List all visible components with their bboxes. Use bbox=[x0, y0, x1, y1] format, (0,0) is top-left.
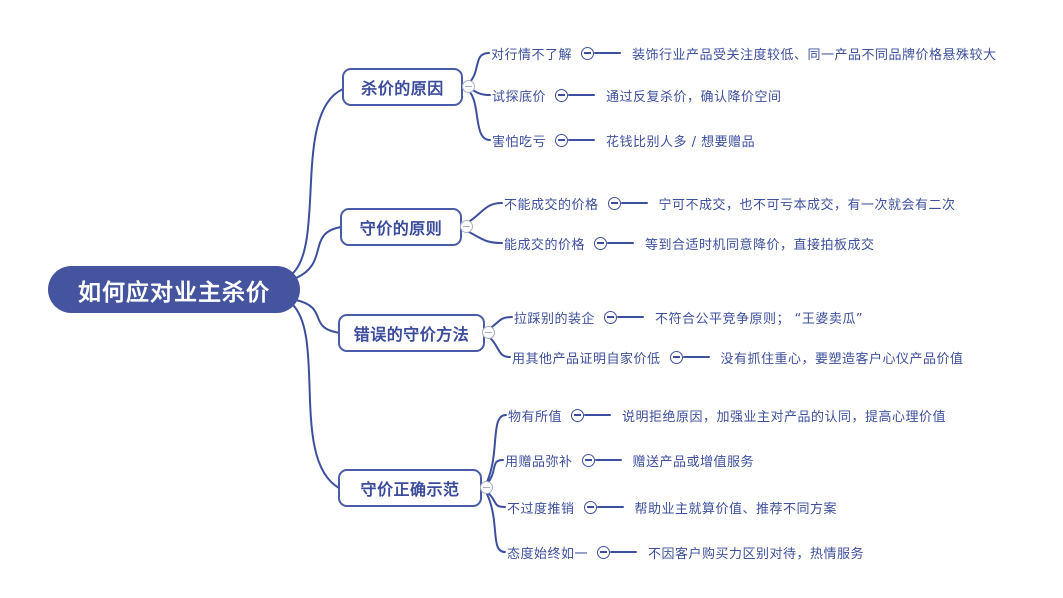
subtopic-row: 用赠品弥补 赠送产品或增值服务 bbox=[505, 450, 754, 470]
subtopic-row: 态度始终如一 不因客户购买力区别对待，热情服务 bbox=[507, 542, 864, 562]
minus-glyph bbox=[584, 52, 592, 54]
collapse-minus-icon[interactable] bbox=[581, 453, 595, 467]
collapse-minus-icon[interactable] bbox=[460, 220, 473, 233]
collapse-minus-icon[interactable] bbox=[604, 310, 618, 324]
subtopic-label[interactable]: 不过度推销 bbox=[507, 501, 575, 517]
minus-glyph bbox=[672, 356, 680, 358]
subtopic-label[interactable]: 能成交的价格 bbox=[504, 237, 586, 253]
connector-line bbox=[682, 356, 710, 358]
minus-glyph bbox=[610, 202, 618, 204]
minus-glyph bbox=[607, 316, 615, 318]
connector-line bbox=[596, 506, 624, 508]
subtopic-row: 用其他产品证明自家价低 没有抓住重心，要塑造客户心仪产品价值 bbox=[512, 347, 964, 367]
branch-node-correct-demo[interactable]: 守价正确示范 bbox=[338, 469, 482, 507]
subtopic-label[interactable]: 拉踩别的装企 bbox=[514, 311, 596, 327]
subtopic-row: 不过度推销 帮助业主就算价值、推荐不同方案 bbox=[507, 497, 837, 517]
branch-node-wrong-methods[interactable]: 错误的守价方法 bbox=[338, 314, 485, 352]
collapse-minus-icon[interactable] bbox=[583, 500, 597, 514]
connector-line bbox=[584, 414, 612, 416]
minus-glyph bbox=[600, 551, 608, 553]
minus-glyph bbox=[465, 85, 472, 88]
detail-label[interactable]: 不因客户购买力区别对待，热情服务 bbox=[648, 546, 865, 562]
connector-line bbox=[617, 316, 645, 318]
connector-line bbox=[594, 52, 622, 54]
branch-node-reasons[interactable]: 杀价的原因 bbox=[342, 68, 463, 106]
subtopic-row: 物有所值 说明拒绝原因，加强业主对产品的认同，提高心理价值 bbox=[508, 405, 946, 425]
subtopic-label[interactable]: 害怕吃亏 bbox=[492, 134, 547, 150]
detail-label[interactable]: 说明拒绝原因，加强业主对产品的认同，提高心理价值 bbox=[622, 409, 947, 425]
subtopic-label[interactable]: 态度始终如一 bbox=[507, 546, 589, 562]
subtopic-label[interactable]: 用赠品弥补 bbox=[505, 454, 573, 470]
collapse-minus-icon[interactable] bbox=[581, 46, 595, 60]
minus-glyph bbox=[485, 331, 492, 334]
subtopic-label[interactable]: 用其他产品证明自家价低 bbox=[512, 351, 661, 367]
detail-label[interactable]: 装饰行业产品受关注度较低、同一产品不同品牌价格悬殊较大 bbox=[632, 47, 997, 63]
minus-glyph bbox=[597, 242, 605, 244]
collapse-minus-icon[interactable] bbox=[555, 88, 569, 102]
collapse-minus-icon[interactable] bbox=[669, 350, 683, 364]
subtopic-row: 试探底价 通过反复杀价，确认降价空间 bbox=[492, 85, 782, 105]
subtopic-label[interactable]: 不能成交的价格 bbox=[504, 197, 599, 213]
detail-label[interactable]: 通过反复杀价，确认降价空间 bbox=[606, 89, 782, 105]
central-topic[interactable]: 如何应对业主杀价 bbox=[48, 266, 300, 313]
collapse-minus-icon[interactable] bbox=[482, 326, 495, 339]
connector-line bbox=[568, 139, 596, 141]
detail-label[interactable]: 宁可不成交，也不可亏本成交，有一次就会有二次 bbox=[658, 197, 956, 213]
connector-line bbox=[594, 459, 622, 461]
subtopic-row: 害怕吃亏 花钱比别人多 / 想要赠品 bbox=[492, 130, 755, 150]
connector-line bbox=[620, 202, 648, 204]
subtopic-label[interactable]: 试探底价 bbox=[492, 89, 547, 105]
subtopic-label[interactable]: 对行情不了解 bbox=[491, 47, 573, 63]
collapse-minus-icon[interactable] bbox=[462, 80, 475, 93]
minus-glyph bbox=[558, 139, 566, 141]
connector-line bbox=[610, 551, 638, 553]
collapse-minus-icon[interactable] bbox=[555, 133, 569, 147]
minus-glyph bbox=[463, 225, 470, 228]
detail-label[interactable]: 不符合公平竞争原则； “王婆卖瓜” bbox=[655, 311, 864, 327]
subtopic-row: 对行情不了解 装饰行业产品受关注度较低、同一产品不同品牌价格悬殊较大 bbox=[491, 43, 997, 63]
minus-glyph bbox=[574, 414, 582, 416]
subtopic-row: 不能成交的价格 宁可不成交，也不可亏本成交，有一次就会有二次 bbox=[504, 193, 956, 213]
branch-node-principles[interactable]: 守价的原则 bbox=[340, 208, 462, 246]
collapse-minus-icon[interactable] bbox=[597, 545, 611, 559]
connector-line bbox=[607, 242, 635, 244]
subtopic-row: 能成交的价格 等到合适时机同意降价，直接拍板成交 bbox=[504, 233, 875, 253]
subtopic-row: 拉踩别的装企 不符合公平竞争原则； “王婆卖瓜” bbox=[514, 307, 863, 327]
collapse-minus-icon[interactable] bbox=[480, 481, 493, 494]
detail-label[interactable]: 没有抓住重心，要塑造客户心仪产品价值 bbox=[720, 351, 964, 367]
minus-glyph bbox=[483, 486, 490, 489]
subtopic-label[interactable]: 物有所值 bbox=[508, 409, 563, 425]
collapse-minus-icon[interactable] bbox=[571, 408, 585, 422]
collapse-minus-icon[interactable] bbox=[607, 196, 621, 210]
minus-glyph bbox=[558, 94, 566, 96]
detail-label[interactable]: 花钱比别人多 / 想要赠品 bbox=[606, 134, 756, 150]
minus-glyph bbox=[586, 506, 594, 508]
minus-glyph bbox=[584, 459, 592, 461]
connector-line bbox=[568, 94, 596, 96]
detail-label[interactable]: 等到合适时机同意降价，直接拍板成交 bbox=[645, 237, 875, 253]
collapse-minus-icon[interactable] bbox=[594, 236, 608, 250]
detail-label[interactable]: 赠送产品或增值服务 bbox=[632, 454, 755, 470]
detail-label[interactable]: 帮助业主就算价值、推荐不同方案 bbox=[634, 501, 838, 517]
